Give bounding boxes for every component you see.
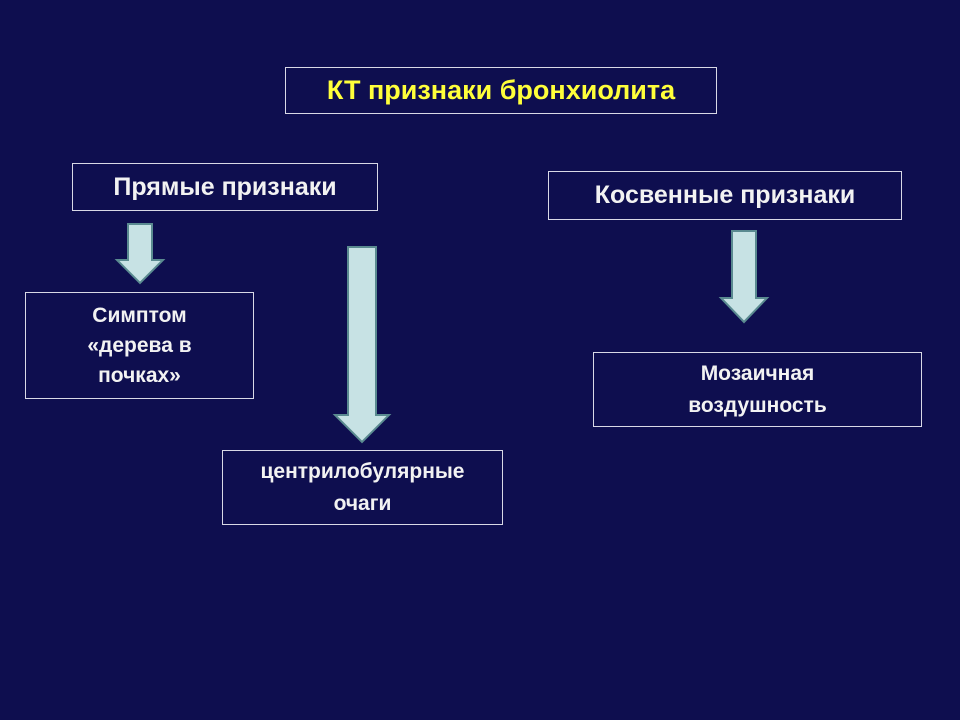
direct-signs-label: Прямые признаки <box>113 172 337 201</box>
slide-title: КТ признаки бронхиолита <box>285 67 717 114</box>
indirect-signs-label: Косвенные признаки <box>594 181 856 209</box>
mosaic-attenuation-box: Мозаичная воздушность <box>593 352 922 427</box>
slide-title-text: КТ признаки бронхиолита <box>326 75 676 105</box>
arrow-down-icon <box>718 230 770 324</box>
tree-in-bud-box: Симптом «дерева в почках» <box>25 292 254 399</box>
arrow-down-icon <box>114 223 166 285</box>
tree-in-bud-text: Симптом «дерева в почках» <box>87 303 192 387</box>
mosaic-attenuation-text: Мозаичная воздушность <box>688 361 827 417</box>
centrilobular-nodules-box: центрилобулярные очаги <box>222 450 503 525</box>
direct-signs-box: Прямые признаки <box>72 163 378 211</box>
arrow-down-icon <box>332 246 392 444</box>
indirect-signs-box: Косвенные признаки <box>548 171 902 220</box>
centrilobular-nodules-text: центрилобулярные очаги <box>260 459 465 515</box>
